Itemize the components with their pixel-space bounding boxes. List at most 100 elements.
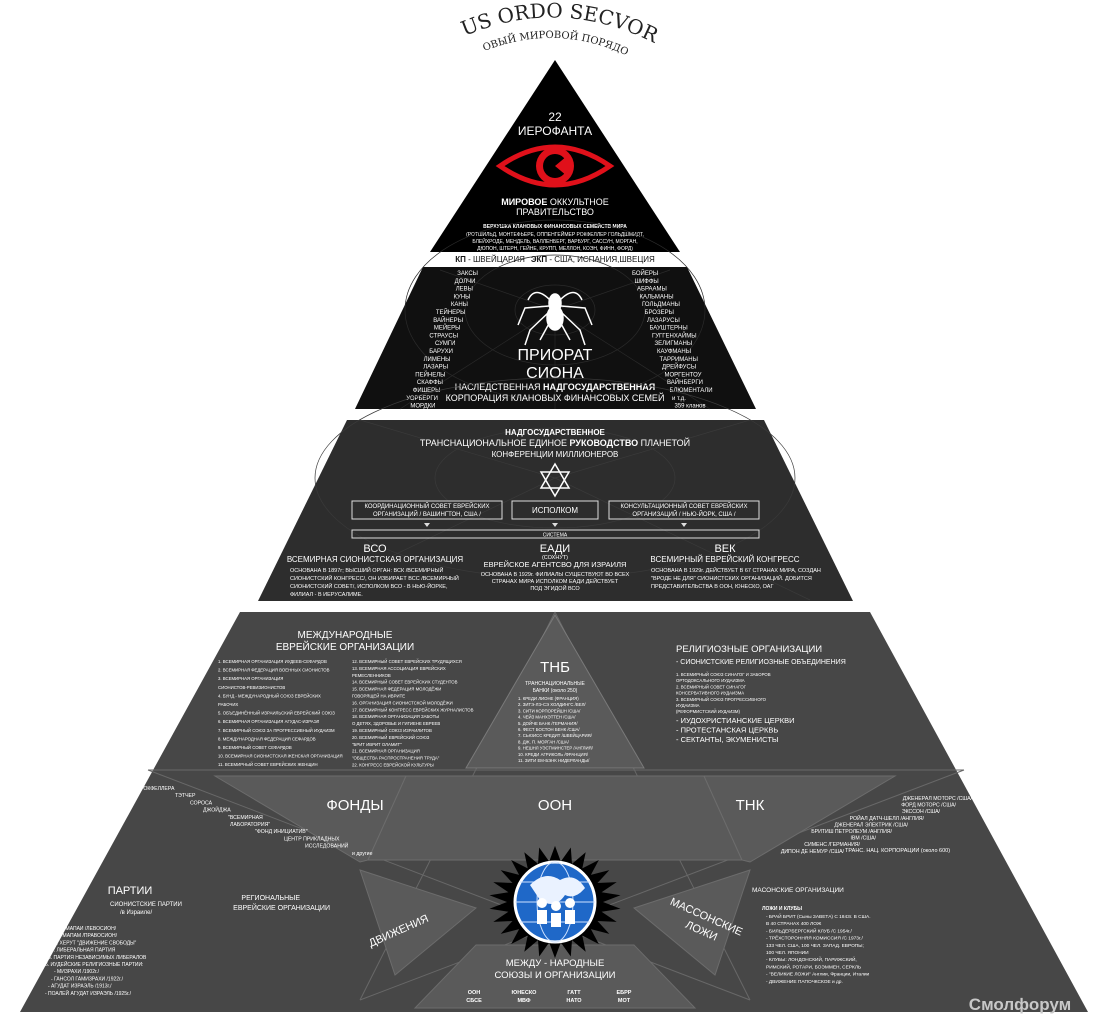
vso-l2: СИОНИСТСКИЙ КОНГРЕСС/, ОН ИЗБИРАЕТ ВСС /… [290,574,459,582]
intl-org-item: О ДЕТЯХ, ЗДОРОВЬЕ И ГИГИЕНЕ ЕВРЕЕВ [352,721,440,726]
party-item: - АГУДАТ ИЗРАЭЛЬ /1913г./ [48,984,112,990]
party-item: - ПОАЛЕЙ АГУДАТ ИЗРАЭЛЬ /1925г./ [45,989,132,997]
clan-name-right: КАЛЬМАНЫ [640,294,674,300]
parties-list: 1. МАПАИ /ЛЕВОСИОН/2. МАПАМ /ПРАВОСИОН/3… [45,926,147,997]
intl-org-item: 5. ОБЪЕДИНЁННЫЙ ИЗРАИЛЬСКИЙ ЕВРЕЙСКИЙ СО… [218,711,335,716]
religious-small-item: 3. ВСЕМИРНЫЙ СОЮЗ ПРОГРЕССИВНОГО [676,697,767,702]
intl-list-col2: 12. ВСЕМИРНЫЙ СОВЕТ ЕВРЕЙСКИХ ТРУДЯЩИХСЯ… [352,659,474,768]
hierophant-count: 22 [548,110,562,124]
priory-title2: СИОНА [526,365,584,382]
intl-title2: ЕВРЕЙСКИЕ ОРГАНИЗАЦИИ [276,640,414,653]
masonic-item: РИМСКИЙ, РОТАРИ, БОЭММЕН, СЕРКЛЬ [766,962,861,970]
star-of-david-icon [539,462,571,498]
party-item: 2. МАПАМ /ПРАВОСИОН/ [57,933,118,939]
masonic-region [632,869,751,976]
fund-name: РОКФЕЛЛЕРА [140,786,175,792]
eadi-l1: ОСНОВАНА В 1929г. ФИЛИАЛЫ СУЩЕСТВУЮТ ВО … [481,572,630,578]
clan-name-right: ЛАЗАРУСЫ [647,318,680,324]
religious-small-item: КОНСЕРВАТИВНОГО ИУДАИЗМА [676,691,744,696]
priory-title1: ПРИОРАТ [518,347,593,364]
intl-org-item: "ОБЩЕСТВА РАСПРОСТРАНЕНИЯ ТРУДА" [352,756,440,761]
clan-name-left: ВАЙНЕРЫ [433,316,463,324]
clan-name-right: ГОЛЬДМАНЫ [642,302,680,308]
clan-name-left: ЛАЗАРЫ [423,365,448,371]
masonic-item: 133 ЧЕЛ. США, 100 ЧЕЛ. ЗАПАД. ЕВРОПЫ; [766,943,864,949]
clan-name-right: БЛЮМЕНТАЛИ [670,388,713,394]
intl-list-col1: 1. ВСЕМИРНАЯ ОРГАНИЗАЦИЯ ИУДЕЕВ-СЕФАРДОВ… [218,659,343,767]
spider-web [399,219,711,410]
clan-name-right: ДРЕЙФУСЫ [662,363,696,371]
intl-org-abbr: ЕБРР [617,990,632,996]
tnb-bank-item: 9. НЕШНЛ УЭСТМИНСТЕР /АНГЛИЯ/ [518,746,594,751]
clan-name-right: АБРААМЫ [637,287,667,293]
tnk-names: ДЖЕНЕРАЛ МОТОРС /США/ФОРД МОТОРС /США/ЭК… [781,796,973,855]
masonic-item: - ТРЁХСТОРОННЯЯ КОМИССИЯ /С 1973г./ [766,935,863,942]
party-item: 1. МАПАИ /ЛЕВОСИОН/ [60,926,117,932]
vso-l4: ФИЛИАЛ - В ИЕРУСАЛИМЕ. [290,592,363,598]
coordination-council-l1: КООРДИНАЦИОННЫЙ СОВЕТ ЕВРЕЙСКИХ [364,502,489,510]
intl-org-item: 18. ВСЕМИРНАЯ ОРГАНИЗАЦИЯ ЗАБОТЫ [352,714,439,719]
tnb-bank-item: 6. ФЕСТ БОСТОН БЕНК /США/ [518,727,580,732]
tier3-head3: КОНФЕРЕНЦИИ МИЛЛИОНЕРОВ [492,450,619,459]
religious-item: - ПРОТЕСТАНСКАЯ ЦЕРКВЬ [676,726,778,735]
tnb-bank-item: 7. СЬЮИСС КРЕДИТ /ШВЕЙЦАРИЯ/ [518,733,593,738]
tnk-name: ДИПОН ДЕ НЕМУР /США/ [781,849,845,855]
clan-name-right: МОРГЕНТОУ [665,372,702,378]
priory-sub2: КОРПОРАЦИЯ КЛАНОВЫХ ФИНАНСОВЫХ СЕМЕЙ [446,392,665,403]
clan-name-left: ФИШЕРЫ [413,388,441,394]
intl-org-item: 22. КОНГРЕСС ЕВРЕЙСКОЙ КУЛЬТУРЫ [352,763,434,768]
vek-abbr: ВЕК [714,543,736,555]
intl-title1: МЕЖДУНАРОДНЫЕ [298,630,393,641]
vek-name: ВСЕМИРНЫЙ ЕВРЕЙСКИЙ КОНГРЕСС [650,555,799,564]
intl-org-item: 12. ВСЕМИРНЫЙ СОВЕТ ЕВРЕЙСКИХ ТРУДЯЩИХСЯ [352,659,462,664]
tnb-list: 1. КРЕДИ ЛИОНЕ (ФРАНЦИЯ)2. ЗИТЭ-ЛЭ-СЭ ХО… [518,696,594,763]
masonic-item: 100 ЧЕЛ. ЯПОНИИ [766,950,809,956]
tier3-web [299,377,811,601]
intl-org-item: 1. ВСЕМИРНАЯ ОРГАНИЗАЦИЯ ИУДЕЕВ-СЕФАРДОВ [218,659,327,664]
consultative-council-box [608,500,760,520]
intl-org-item: 8. МЕЖДУНАРОДНАЯ ФЕДЕРАЦИЯ СЕФАРДОВ [218,736,316,741]
intl-org-item: 9. ВСЕМИРНЫЙ СОВЕТ СЕФАРДОВ [218,745,292,750]
tnb-bank-item: 4. ЧЕЙЗ МАНХЭТТЕН /США/ [518,715,576,720]
clan-name-right: БРОЗЕРЫ [645,310,674,316]
intl-org-item: 13. ВСЕМИРНАЯ АССОЦИАЦИЯ ЕВРЕЙСКИХ [352,666,446,671]
masonic-head: МАСОНСКИЕ ОРГАНИЗАЦИИ [752,887,844,894]
tnk-name: ДЖЕНЕРАЛ ЭЛЕКТРИК /США/ [834,822,908,828]
clan-name-left: ТЕЙНЕРЫ [436,308,466,316]
clan-name-left: УОРБЕРГИ [406,396,438,402]
eadi-l2: СТРАНАХ МИРА ИСПОЛКОМ ЕАДИ ДЕЙСТВУЕТ [492,577,619,585]
intl-org-abbr: СБСЕ [466,998,482,1004]
families-line3: ДЮПОН, ШТЕРН, ГЕЙНЕ, КРУПП, МЕЛЛОН, КОЭН… [477,244,633,252]
religious-small-list: 1. ВСЕМИРНЫЙ СОЮЗ СИНАГОГ И ЗАБОРОВ ОРТО… [676,672,771,714]
tier3-trapezoid [258,420,853,601]
tnk-name: СИМЕНС /ГЕРМАНИЯ/ [804,842,860,848]
clan-name-left: БАРУХИ [429,349,453,355]
clan-name-left: СТРАУСЫ [429,333,458,339]
tnb-triangle [465,614,645,769]
clan-name-left: ДОЛЧИ [455,279,476,285]
clan-name-right: ШИФФЫ [635,279,659,285]
dvizheniya-region [359,869,478,976]
tnb-bank-item: 11. ЗИТИ ЕМ-БЭНК НИДЕРЛАНДЫ/ [518,758,590,763]
fund-name: СОРОСА [190,800,213,806]
tnk-name: ДЖЕНЕРАЛ МОТОРС /США/ [903,796,973,802]
tier3-head2: ТРАНСНАЦИОНАЛЬНОЕ ЕДИНОЕ РУКОВОДСТВО ПЛА… [420,437,690,448]
coordination-council-box [351,500,503,520]
intl-org-abbr: ГАТТ [567,990,581,996]
masonic-item: - БРАЙ БРИТ (Сыны ЗАВЕТА) С 1843г. В США… [766,912,871,920]
bottom-title2: СОЮЗЫ И ОРГАНИЗАЦИИ [495,970,616,981]
tnb-bank-item: 2. ЗИТЭ-ЛЭ-СЭ ХОЛДИНГС /ВЕЛ/ [518,702,586,707]
hierophant-title: ИЕРОФАНТА [518,124,592,138]
fund-name: и другие [352,851,373,857]
clan-names-right: БОЙЕРЫШИФФЫАБРААМЫКАЛЬМАНЫГОЛЬДМАНЫБРОЗЕ… [632,269,713,410]
intl-org-item: 16. ОРГАНИЗАЦИЯ СИОНИСТСКОЙ МОЛОДЁЖИ [352,700,453,705]
spider-icon [517,291,593,346]
globe-icon [513,860,597,944]
intl-org-abbr: ООН [468,990,481,996]
vek-l3: ПРЕДСТАВИТЕЛЬСТВА В ООН, ЮНЕСКО, ОАГ [651,584,773,590]
clan-name-left: МЕЙЕРЫ [434,324,461,332]
system-arrows [424,523,687,527]
tnb-bank-item: 3. СИТИ КОРПОРЕЙШН /США/ [518,708,581,713]
clan-name-right: БАУШТЕРНЫ [650,326,688,332]
